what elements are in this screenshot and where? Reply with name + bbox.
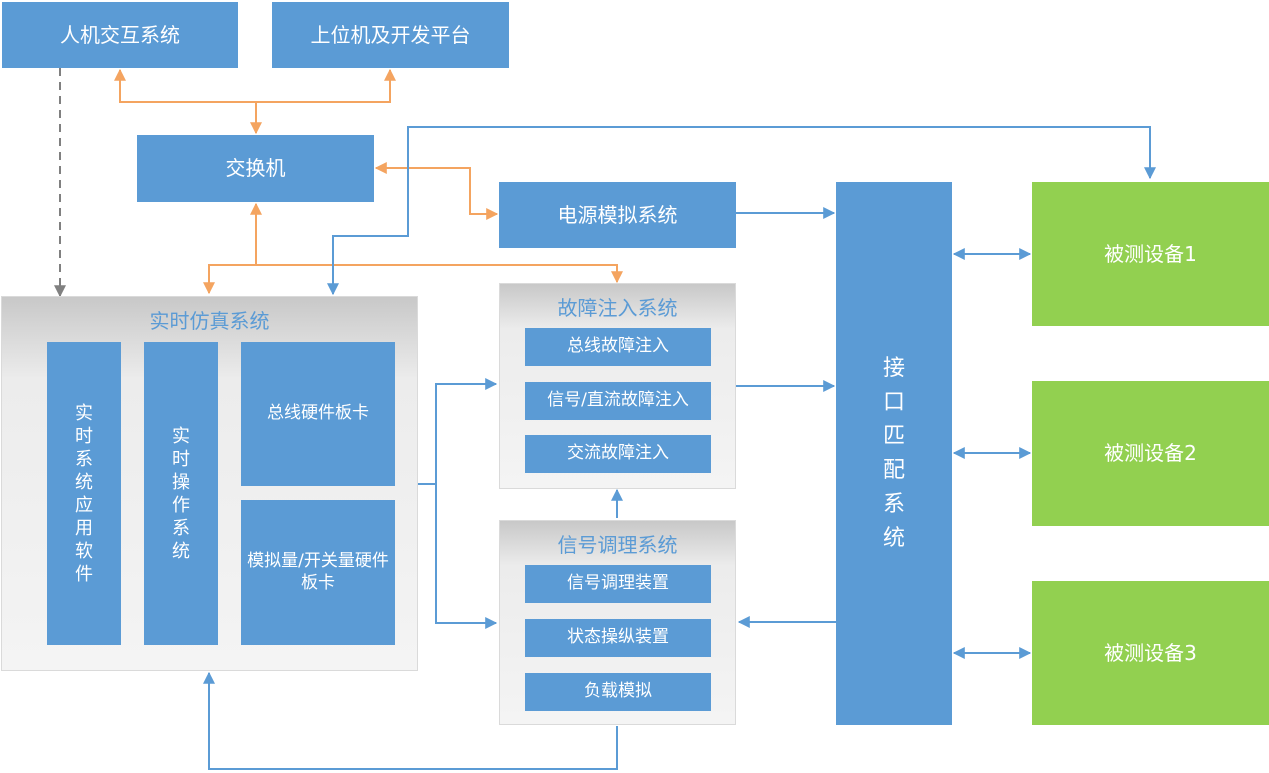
analog-card-label: 模拟量/开关量硬件板卡 [247,551,389,593]
bus-card-label: 总线硬件板卡 [267,403,369,424]
device-under-test-2: 被测设备2 [1032,381,1269,526]
rt-app-software-label: 实时系统应用软件 [75,402,93,585]
rtsim-out-link [418,378,498,485]
rt-os-box: 实时操作系统 [144,342,218,645]
rtsim-to-device1-link [327,126,1156,296]
signal-conditioning-device-label: 信号调理装置 [567,573,669,594]
ac-fault-label: 交流故障注入 [567,443,669,464]
device-under-test-3-label: 被测设备3 [1104,640,1197,665]
device-under-test-2-label: 被测设备2 [1104,441,1197,465]
fault-title: 故障注入系统 [557,296,678,320]
bus-card-box: 总线硬件板卡 [241,342,395,486]
load-sim-label: 负载模拟 [584,681,652,702]
signal-dc-fault-label: 信号/直流故障注入 [547,390,689,411]
bus-fault-box: 总线故障注入 [525,328,711,366]
hmi-system-box: 人机交互系统 [2,2,238,68]
switch-to-hmi-link [114,68,256,103]
rtsim-to-conditioning-link [435,484,498,629]
switch-rtsim-link [203,264,256,295]
interface-matching-label: 接口匹配系统 [882,355,905,551]
analog-card-box: 模拟量/开关量硬件板卡 [241,500,395,645]
state-control-device-box: 状态操纵装置 [525,619,711,657]
ac-fault-box: 交流故障注入 [525,435,711,473]
bus-fault-label: 总线故障注入 [567,336,669,357]
switch-fault-link [256,264,623,284]
hmi-system-label: 人机交互系统 [60,22,180,47]
signal-dc-fault-box: 信号/直流故障注入 [525,382,711,420]
switch-label: 交换机 [225,156,286,180]
rt-os-label: 实时操作系统 [172,425,190,562]
host-platform-box: 上位机及开发平台 [272,2,509,68]
switch-box: 交换机 [137,135,374,202]
rt-sim-title: 实时仿真系统 [149,309,270,333]
device-under-test-1-label: 被测设备1 [1104,241,1197,266]
host-platform-label: 上位机及开发平台 [310,22,471,47]
switch-power-link [374,162,499,220]
load-sim-box: 负载模拟 [525,673,711,711]
interface-matching-box: 接口匹配系统 [836,182,952,725]
conditioning-to-rtsim-link [203,671,618,770]
device-under-test-1: 被测设备1 [1032,182,1269,326]
switch-to-host-link [256,68,396,103]
power-sim-label: 电源模拟系统 [557,202,678,227]
signal-conditioning-device-box: 信号调理装置 [525,565,711,603]
device-under-test-3: 被测设备3 [1032,581,1269,725]
state-control-device-label: 状态操纵装置 [567,627,669,648]
power-sim-box: 电源模拟系统 [499,182,736,248]
conditioning-title: 信号调理系统 [557,533,678,557]
rt-app-software-box: 实时系统应用软件 [47,342,121,645]
